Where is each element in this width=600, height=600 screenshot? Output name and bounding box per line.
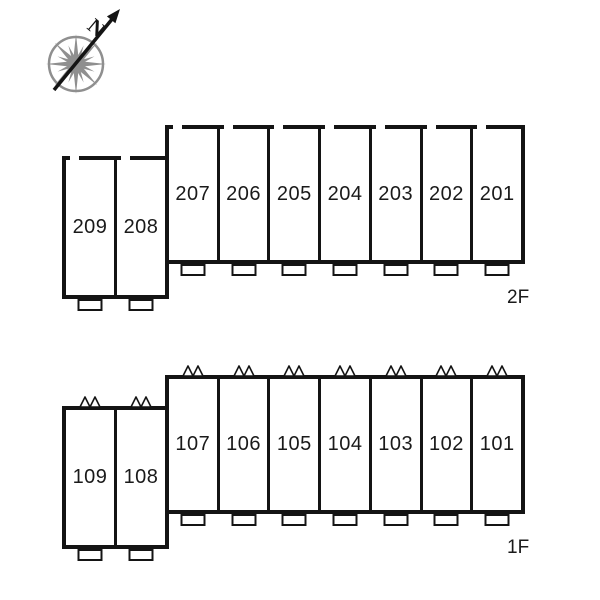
window-gap — [173, 125, 182, 129]
room-206: 206 — [216, 125, 268, 276]
room-number: 107 — [175, 433, 211, 455]
north-arrow-icon — [52, 9, 120, 92]
room-number: 207 — [175, 183, 211, 205]
entry-step — [128, 299, 154, 311]
room-103: 103 — [368, 365, 420, 526]
room-107: 107 — [169, 365, 217, 526]
room-number: 108 — [123, 466, 159, 488]
room-number: 106 — [226, 433, 262, 455]
window-gap — [274, 125, 284, 129]
room-number: 105 — [276, 433, 312, 455]
room-number: 209 — [72, 216, 108, 238]
room-101: 101 — [470, 365, 521, 526]
compass: N — [46, 9, 120, 94]
room-row-2f-main: 207 206 205 204 203 202 — [165, 125, 525, 276]
door-icon — [181, 365, 205, 377]
door-icon — [78, 396, 102, 408]
entry-step — [77, 549, 103, 561]
room-number: 204 — [327, 183, 363, 205]
entry-step — [332, 514, 358, 526]
room-109: 109 — [66, 396, 114, 561]
entry-step — [77, 299, 103, 311]
north-label: N — [83, 14, 110, 42]
entry-step — [231, 514, 257, 526]
room-row-2f-left: 209 208 — [62, 156, 169, 311]
room-number: 104 — [327, 433, 363, 455]
entry-step — [484, 264, 510, 276]
window-gap — [477, 125, 487, 129]
entry-step — [281, 264, 307, 276]
entry-step — [383, 514, 409, 526]
window-gap — [426, 125, 436, 129]
entry-step — [180, 264, 206, 276]
entry-step — [433, 514, 459, 526]
room-row-1f-main: 107 106 105 104 103 102 — [165, 365, 525, 526]
room-105: 105 — [267, 365, 318, 526]
room-number: 208 — [123, 216, 159, 238]
room-205: 205 — [267, 125, 318, 276]
room-number: 103 — [378, 433, 414, 455]
window-gap — [325, 125, 335, 129]
window-gap — [223, 125, 233, 129]
floor-label-2f: 2F — [507, 287, 530, 308]
entry-step — [383, 264, 409, 276]
room-208: 208 — [114, 156, 165, 311]
room-204: 204 — [318, 125, 369, 276]
room-number: 203 — [378, 183, 414, 205]
room-number: 101 — [479, 433, 515, 455]
room-202: 202 — [419, 125, 471, 276]
room-201: 201 — [470, 125, 521, 276]
door-icon — [232, 365, 256, 377]
entry-step — [128, 549, 154, 561]
room-104: 104 — [318, 365, 369, 526]
entry-step — [281, 514, 307, 526]
compass-rose-icon: N — [46, 9, 120, 94]
entry-step — [180, 514, 206, 526]
door-icon — [129, 396, 153, 408]
window-gap — [375, 125, 385, 129]
window-gap — [70, 156, 79, 160]
door-icon — [384, 365, 408, 377]
door-icon — [282, 365, 306, 377]
room-number: 201 — [479, 183, 515, 205]
room-number: 205 — [276, 183, 312, 205]
entry-step — [231, 264, 257, 276]
room-209: 209 — [66, 156, 114, 311]
door-icon — [434, 365, 458, 377]
room-108: 108 — [114, 396, 165, 561]
room-row-1f-left: 109 108 — [62, 396, 169, 561]
entry-step — [433, 264, 459, 276]
floor-label-1f: 1F — [507, 537, 530, 558]
room-number: 206 — [226, 183, 262, 205]
room-207: 207 — [169, 125, 217, 276]
room-number: 202 — [429, 183, 464, 205]
entry-step — [332, 264, 358, 276]
room-number: 109 — [72, 466, 108, 488]
window-gap — [121, 156, 130, 160]
room-number: 102 — [429, 433, 464, 455]
door-icon — [333, 365, 357, 377]
room-106: 106 — [216, 365, 268, 526]
room-203: 203 — [368, 125, 420, 276]
door-icon — [485, 365, 509, 377]
room-102: 102 — [419, 365, 471, 526]
entry-step — [484, 514, 510, 526]
